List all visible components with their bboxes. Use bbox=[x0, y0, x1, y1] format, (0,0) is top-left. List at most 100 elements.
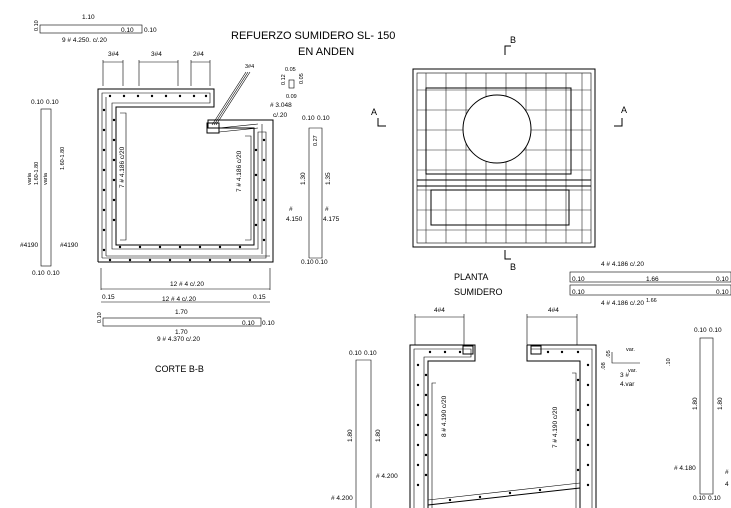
sar-top-2: 0.10 bbox=[709, 327, 722, 334]
section-a-inner-left: 8 # 4.190 c/20 bbox=[441, 395, 448, 437]
section-a-left-bar: 0.10 0.10 1.80 1.80 # 4.200 # 4.200 bbox=[331, 350, 398, 508]
corner-bar-label: 3#4 bbox=[245, 64, 254, 70]
corte-bottom-bar: 1.70 0.10 0.10 0.10 1.70 9 # 4.370 c/.20 bbox=[97, 309, 275, 343]
top-group-1: 3#4 bbox=[108, 51, 119, 58]
sab-d3: .10 bbox=[666, 358, 672, 366]
lvb-top-right: 0.10 bbox=[46, 99, 59, 106]
planta-caption-2: SUMIDERO bbox=[454, 287, 503, 297]
rvb-len2: 1.35 bbox=[325, 172, 332, 185]
lvb-len1: 1.60-1.80 bbox=[34, 162, 40, 185]
section-a-groups: 4#4 4#4 bbox=[414, 307, 578, 345]
section-a-group-1: 4#4 bbox=[434, 307, 445, 314]
corner-dim-4: 0.09 bbox=[286, 94, 297, 100]
sar-bottom-1: 0.10 bbox=[693, 495, 706, 502]
planta-top-right: 0.10 bbox=[716, 276, 729, 283]
corte-section bbox=[97, 71, 274, 263]
sar-len-1: 1.80 bbox=[692, 397, 699, 410]
right-vertical-bar: 0.10 0.10 0.27 1.30 1.35 # 4.150 # 4.175… bbox=[286, 115, 340, 266]
sab-var-top: var. bbox=[626, 347, 635, 353]
corte-caption: CORTE B-B bbox=[155, 364, 204, 374]
corte-bottom-dims: 12 # 4 c/.20 0.15 12 # 4 c/.20 0.15 bbox=[100, 268, 271, 303]
planta-plan: B B A A bbox=[371, 35, 627, 272]
top-bar-hook-left: 0.10 bbox=[34, 20, 40, 31]
top-group-2: 3#4 bbox=[151, 51, 162, 58]
lvb-top-left: 0.10 bbox=[31, 99, 44, 106]
rvb-top-2: 0.10 bbox=[317, 115, 330, 122]
mark-b-bottom: B bbox=[510, 262, 516, 272]
title-line2: EN ANDEN bbox=[298, 46, 354, 58]
planta-bottom-right: 0.10 bbox=[716, 289, 729, 296]
section-a-right-bar: 0.10 0.10 1.80 1.80 # 4.180 # 4 0.10 0.1… bbox=[674, 327, 729, 502]
corner-dim-3: 0.05 bbox=[299, 73, 305, 84]
bottom-bar-hook: 0.10 bbox=[97, 312, 103, 323]
section-a-inner-right: 7 # 4.190 c/20 bbox=[552, 406, 559, 448]
planta-bottom-middle: 1.66 bbox=[646, 298, 657, 304]
rvb-bottom-1: 0.10 bbox=[301, 259, 314, 266]
planta-bars: 4 # 4.186 c/.20 0.10 1.66 0.10 0.10 1.66… bbox=[569, 261, 731, 307]
sar-spec: # 4.180 bbox=[674, 465, 696, 472]
sar-len-2: 1.80 bbox=[717, 397, 724, 410]
lvb-bottom-right: 0.10 bbox=[47, 270, 60, 277]
sal-len-1: 1.80 bbox=[347, 429, 354, 442]
bottom-end-left: 0.15 bbox=[102, 294, 115, 301]
rvb-hash-2: # bbox=[325, 206, 329, 213]
lvb-var2: varia bbox=[43, 172, 49, 185]
sal-top-1: 0.10 bbox=[349, 350, 362, 357]
bottom-bar-length-top: 1.70 bbox=[175, 309, 188, 316]
section-a-small-bar: .05 .08 var. var. .10 3 # 4.var bbox=[601, 347, 672, 388]
corte-rebar-dots bbox=[102, 94, 266, 262]
sal-top-2: 0.10 bbox=[364, 350, 377, 357]
corner-dim-2: 0.12 bbox=[281, 74, 287, 85]
corner-dim-1: 0.05 bbox=[285, 67, 296, 73]
bottom-spec-1: 12 # 4 c/.20 bbox=[170, 281, 204, 288]
corner-bar-spec: # 3.048 bbox=[270, 102, 292, 109]
inner-vertical-left: 7 # 4.186 c/20 bbox=[119, 146, 126, 188]
top-bar-hook-inner: 0.10 bbox=[121, 27, 134, 34]
bottom-spec-2: 12 # 4 c/.20 bbox=[162, 296, 196, 303]
corner-bar-spacing: c/.20 bbox=[273, 112, 287, 119]
planta-top-spec: 4 # 4.186 c/.20 bbox=[601, 261, 644, 268]
sab-spec-1: 3 # bbox=[620, 372, 629, 379]
rvb-bottom-2: 0.10 bbox=[315, 259, 328, 266]
bottom-end-right: 0.15 bbox=[253, 294, 266, 301]
top-bar-spec: 9 # 4.250. c/.20 bbox=[62, 37, 107, 44]
rvb-small: 0.27 bbox=[313, 135, 319, 146]
corte-top-groups: 3#4 3#4 2#4 bbox=[102, 51, 211, 86]
rvb-top-1: 0.10 bbox=[302, 115, 315, 122]
rvb-spec-1: 4.150 bbox=[286, 216, 303, 223]
lvb-spec-right: #4190 bbox=[60, 242, 78, 249]
sar-bottom-2: 0.10 bbox=[708, 495, 721, 502]
rvb-spec-2: 4.175 bbox=[323, 216, 340, 223]
top-group-3: 2#4 bbox=[193, 51, 204, 58]
sar-hash: # bbox=[725, 469, 729, 476]
rvb-hash-1: # bbox=[289, 206, 293, 213]
mark-a-left: A bbox=[371, 107, 377, 117]
planta-caption-1: PLANTA bbox=[454, 272, 488, 282]
sab-spec-2: 4.var bbox=[620, 381, 635, 388]
lvb-spec-left: #4190 bbox=[20, 242, 38, 249]
section-a-walls bbox=[409, 344, 597, 508]
sar-spec2: 4 bbox=[725, 481, 729, 488]
lvb-bottom-left: 0.10 bbox=[32, 270, 45, 277]
bottom-bar-hook-outer: 0.10 bbox=[262, 320, 275, 327]
sar-top-1: 0.10 bbox=[694, 327, 707, 334]
sab-d2: .08 bbox=[601, 362, 607, 370]
sab-d1: .05 bbox=[606, 350, 612, 358]
corte-top-bar: 1.10 0.10 0.10 0.10 9 # 4.250. c/.20 bbox=[34, 14, 157, 44]
mark-a-right: A bbox=[621, 105, 627, 115]
top-bar-hook-outer: 0.10 bbox=[144, 27, 157, 34]
title-line1: REFUERZO SUMIDERO SL- 150 bbox=[231, 30, 395, 42]
mark-b-top: B bbox=[510, 35, 516, 45]
planta-top-left: 0.10 bbox=[572, 276, 585, 283]
section-a-dots bbox=[416, 350, 590, 502]
left-vertical-bar: 0.10 0.10 varia 1.60-1.80 varia 1.60-1.8… bbox=[20, 99, 78, 277]
sal-len-2: 1.80 bbox=[375, 429, 382, 442]
bottom-bar-hook-inner: 0.10 bbox=[242, 320, 255, 327]
lvb-len3: 1.60-1.80 bbox=[60, 147, 66, 170]
planta-bottom-spec: 4 # 4.186 c/.20 bbox=[601, 300, 644, 307]
bottom-bar-length-bottom: 1.70 bbox=[175, 329, 188, 336]
section-a-group-2: 4#4 bbox=[548, 307, 559, 314]
sal-spec-1: # 4.200 bbox=[376, 473, 398, 480]
inner-vertical-right: 7 # 4.186 c/20 bbox=[236, 150, 243, 192]
